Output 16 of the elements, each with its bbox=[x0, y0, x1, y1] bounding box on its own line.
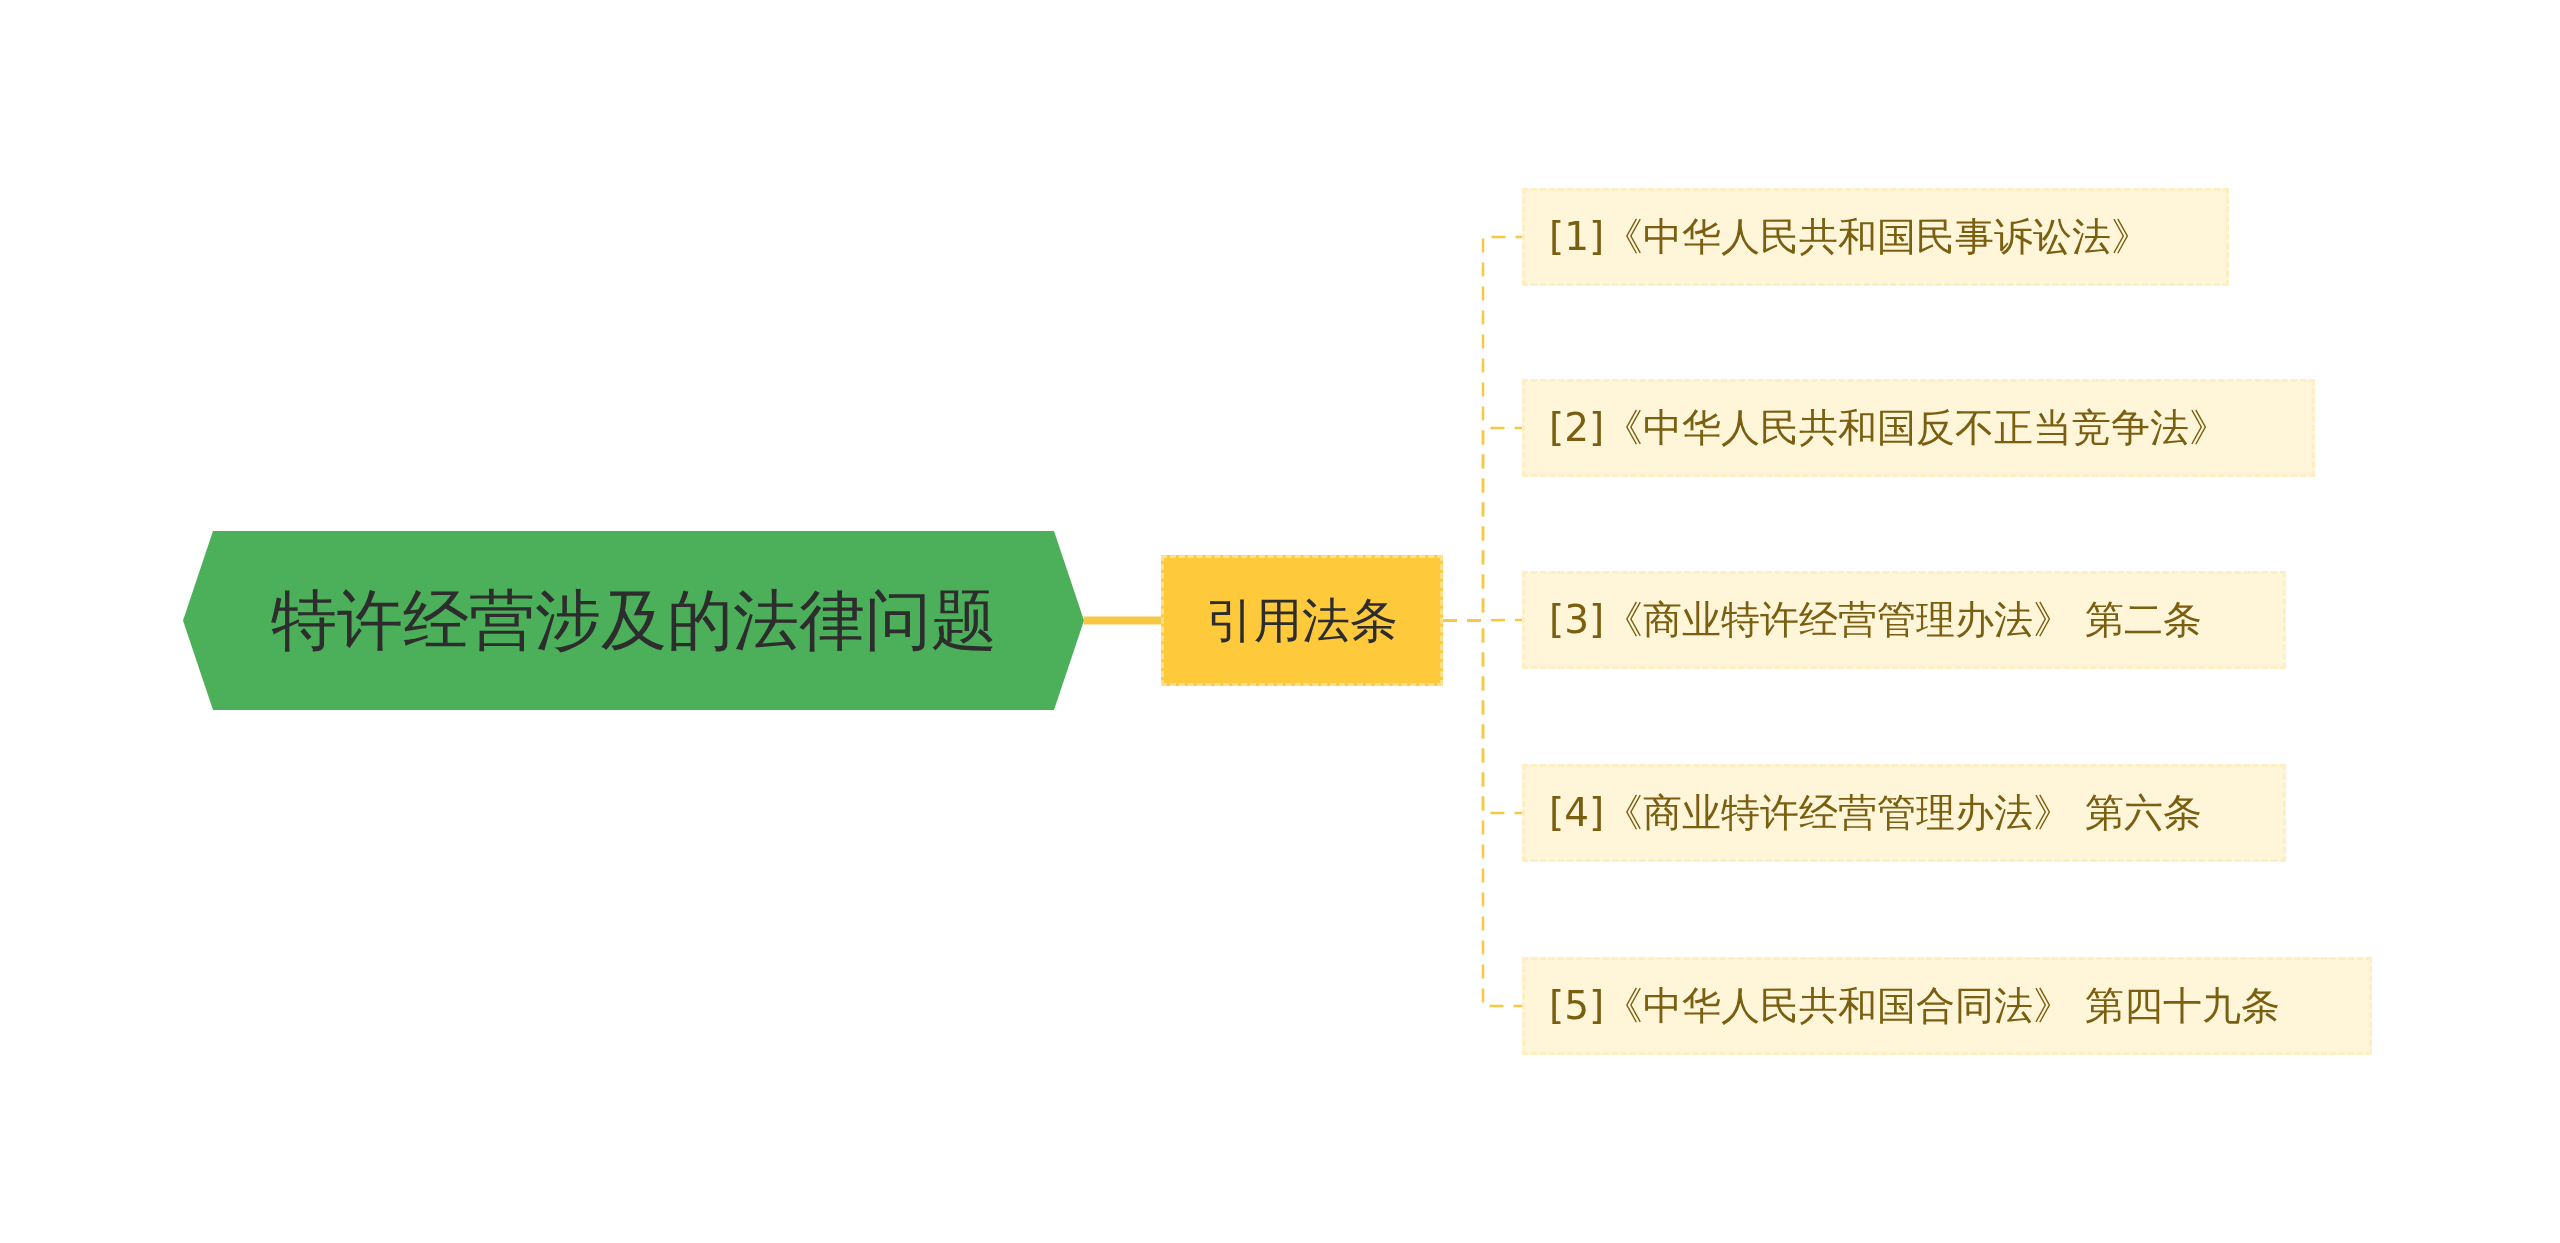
reference-box bbox=[1522, 571, 2286, 669]
hexagon-node bbox=[183, 531, 1084, 710]
node-text: [5]《中华人民共和国合同法》 第四十九条 bbox=[1549, 982, 2280, 1030]
connector-line bbox=[1084, 616, 1161, 625]
reference-box bbox=[1522, 379, 2315, 477]
node-text: [1]《中华人民共和国民事诉讼法》 bbox=[1549, 213, 2151, 261]
node-text: [2]《中华人民共和国反不正当竞争法》 bbox=[1549, 404, 2229, 452]
reference-box bbox=[1522, 764, 2286, 862]
node-text: 特许经营涉及的法律问题 bbox=[270, 580, 997, 661]
topic-box bbox=[1161, 555, 1443, 686]
node-text: [3]《商业特许经营管理办法》 第二条 bbox=[1549, 596, 2202, 644]
node-text: 引用法条 bbox=[1206, 590, 1398, 650]
node-text: [4]《商业特许经营管理办法》 第六条 bbox=[1549, 789, 2202, 837]
connector-line bbox=[1443, 619, 1522, 1008]
reference-box bbox=[1522, 957, 2372, 1055]
reference-box bbox=[1522, 188, 2229, 286]
